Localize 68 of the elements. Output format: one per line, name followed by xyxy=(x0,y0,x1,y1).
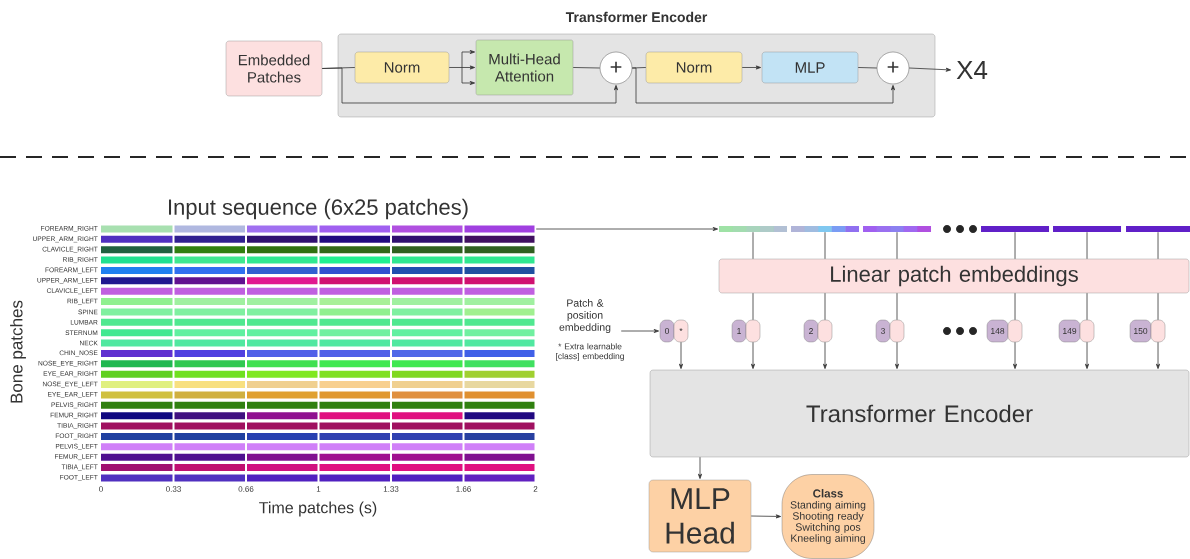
connector-line xyxy=(824,231,826,260)
arrow xyxy=(741,65,761,70)
arrow xyxy=(895,341,900,369)
arrow xyxy=(908,67,952,72)
patch-bar xyxy=(791,226,859,232)
connector-line xyxy=(896,231,898,260)
note-text: * Extra learnable [class] embedding xyxy=(556,343,624,361)
arrow xyxy=(448,50,475,85)
input-box: Embedded Patches xyxy=(225,40,323,97)
patch-bar xyxy=(719,226,787,232)
embedding-token xyxy=(817,319,833,343)
tick-label: 0 xyxy=(99,486,103,492)
axis-title: Bone patches xyxy=(10,300,26,403)
position-token: 2 xyxy=(803,319,819,343)
arrow xyxy=(620,329,659,333)
position-token: 149 xyxy=(1058,319,1081,343)
encoder-box: Transformer Encoder xyxy=(649,369,1190,458)
arrow xyxy=(535,227,718,231)
connector-line xyxy=(1086,231,1088,260)
patch-bar xyxy=(1126,226,1190,232)
arrow xyxy=(321,67,618,104)
arrow xyxy=(1156,341,1161,369)
embedding-token xyxy=(1007,319,1023,343)
mlp-head-box: MLP Head xyxy=(648,479,752,553)
connector-line xyxy=(752,292,754,321)
connector-line xyxy=(824,292,826,321)
position-token: 0 xyxy=(659,319,675,343)
connector-line xyxy=(752,231,754,260)
arrow xyxy=(679,341,683,369)
connector-line xyxy=(857,67,878,69)
norm-box: Norm xyxy=(645,51,743,84)
connector-line xyxy=(1157,292,1159,321)
arrow xyxy=(1085,341,1090,369)
connector-line xyxy=(1014,231,1016,260)
embedding-token xyxy=(745,319,761,343)
position-token: 148 xyxy=(986,319,1009,343)
embedding-token xyxy=(1079,319,1095,343)
arrow xyxy=(750,514,781,519)
embedding-token xyxy=(889,319,905,343)
mlp-box: MLP xyxy=(761,51,859,84)
connector-line xyxy=(896,292,898,321)
position-token: 150 xyxy=(1129,319,1152,343)
attention-box: Multi-Head Attention xyxy=(475,39,574,96)
arrow xyxy=(751,341,755,369)
patch-bar xyxy=(863,226,931,232)
connector-line xyxy=(572,67,601,69)
repeat-label: X4 xyxy=(956,61,988,79)
norm-box: Norm xyxy=(354,51,450,84)
side-note: Patch & position embedding xyxy=(559,299,611,333)
embedding-token: * xyxy=(673,319,689,343)
position-token: 3 xyxy=(875,319,891,343)
arrow xyxy=(1013,341,1018,369)
axis-title: Time patches (s) xyxy=(259,501,377,517)
arrow xyxy=(631,67,896,104)
connector-line xyxy=(1157,231,1159,260)
connector-line xyxy=(1014,292,1016,321)
heatmap-drawing xyxy=(101,225,535,482)
arrow xyxy=(698,456,702,479)
position-token: 1 xyxy=(731,319,747,343)
embedding-token xyxy=(1150,319,1166,343)
patch-bar xyxy=(1053,226,1121,232)
embedding-box: Linear patch embeddings xyxy=(718,258,1190,294)
patch-bar xyxy=(981,226,1049,232)
tick-label: 2 xyxy=(533,486,538,492)
class-box: Class Standing aiming Shooting ready Switching pos Kneeling aiming xyxy=(781,474,875,559)
block-title: Transformer Encoder xyxy=(565,11,708,23)
connector-line xyxy=(1086,292,1088,321)
arrow xyxy=(823,341,828,369)
